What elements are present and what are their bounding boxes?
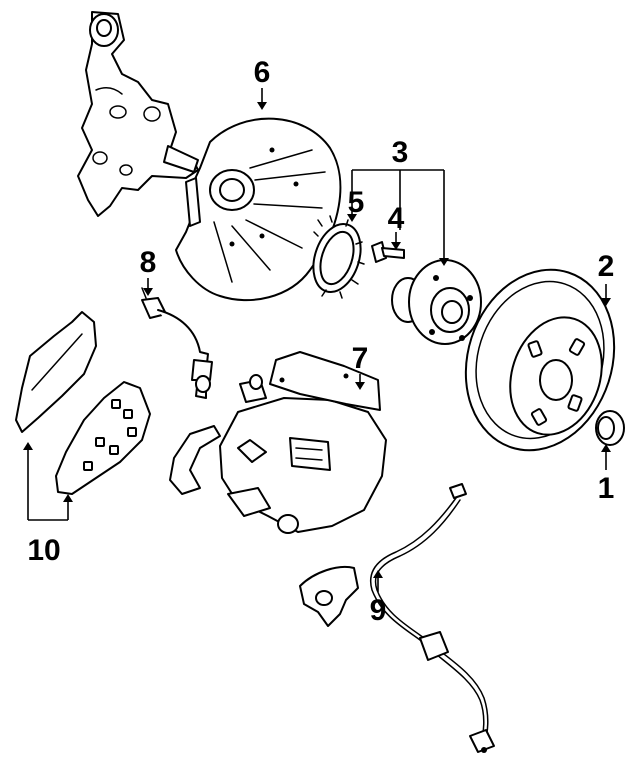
wheel-hub — [391, 259, 482, 345]
dust-cap — [595, 410, 625, 446]
callout-7: 7 — [352, 342, 369, 375]
leader-lines — [23, 88, 611, 592]
brake-pads — [15, 311, 151, 495]
callout-4: 4 — [388, 202, 405, 235]
steering-knuckle — [77, 11, 199, 217]
callout-3: 3 — [392, 136, 409, 169]
hub-bolt — [371, 241, 405, 263]
brake-hose — [141, 287, 213, 399]
callout-2: 2 — [598, 250, 615, 283]
callout-5: 5 — [348, 186, 365, 219]
abs-sensor-harness — [299, 483, 495, 753]
callout-6: 6 — [254, 56, 271, 89]
callout-10: 10 — [27, 534, 60, 567]
callout-8: 8 — [140, 246, 157, 279]
abs-tone-ring — [312, 215, 365, 299]
callout-9: 9 — [370, 594, 387, 627]
brake-backing-plate — [175, 117, 342, 302]
callout-1: 1 — [598, 472, 615, 505]
brake-rotor — [464, 268, 616, 452]
brake-caliper — [169, 351, 387, 534]
